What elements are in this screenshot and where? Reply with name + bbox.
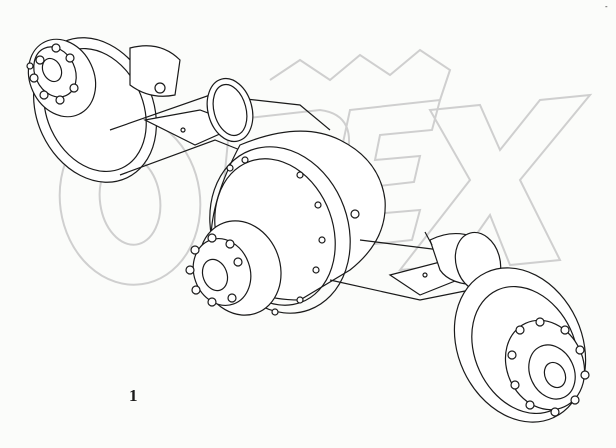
corner-mark: - bbox=[605, 2, 608, 11]
callout-label: 1 bbox=[129, 386, 138, 405]
axle-assembly bbox=[26, 37, 590, 423]
